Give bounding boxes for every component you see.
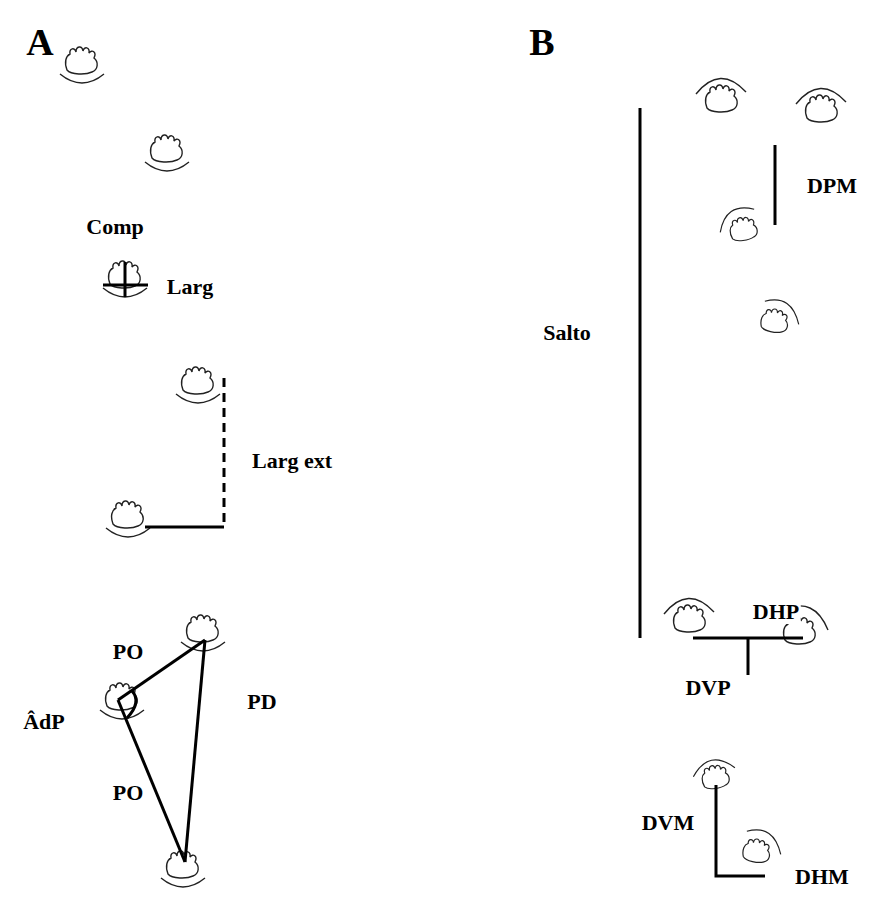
measure-label: Salto bbox=[541, 321, 593, 345]
footprint bbox=[176, 367, 220, 403]
measure-lines bbox=[103, 262, 224, 862]
measure-label: PO bbox=[111, 781, 146, 805]
footprint bbox=[145, 135, 189, 171]
measure-label: DVM bbox=[640, 811, 697, 835]
footprint bbox=[741, 828, 784, 866]
panel-letter: B bbox=[527, 22, 556, 62]
footprint bbox=[691, 756, 738, 791]
footprint bbox=[664, 598, 714, 632]
panel-letter: A bbox=[24, 22, 55, 62]
footprint bbox=[696, 78, 746, 112]
measure-label: DHP bbox=[751, 600, 801, 624]
measure-label: PO bbox=[111, 640, 146, 664]
measure-label: DVP bbox=[683, 676, 732, 700]
footprint bbox=[103, 261, 147, 297]
measure-label: Larg bbox=[165, 275, 215, 299]
measure-label: Larg ext bbox=[250, 449, 334, 473]
measure-label: PD bbox=[245, 690, 278, 714]
footprint bbox=[717, 206, 759, 244]
footprint bbox=[60, 47, 104, 83]
footprint bbox=[106, 501, 150, 537]
footprint bbox=[796, 88, 846, 122]
measure-label: Comp bbox=[84, 215, 145, 239]
footprint bbox=[759, 298, 802, 336]
measure-label: ÂdP bbox=[21, 710, 67, 734]
measure-lines bbox=[640, 108, 803, 876]
measure-label: DPM bbox=[805, 174, 859, 198]
measure-label: DHM bbox=[793, 865, 851, 889]
